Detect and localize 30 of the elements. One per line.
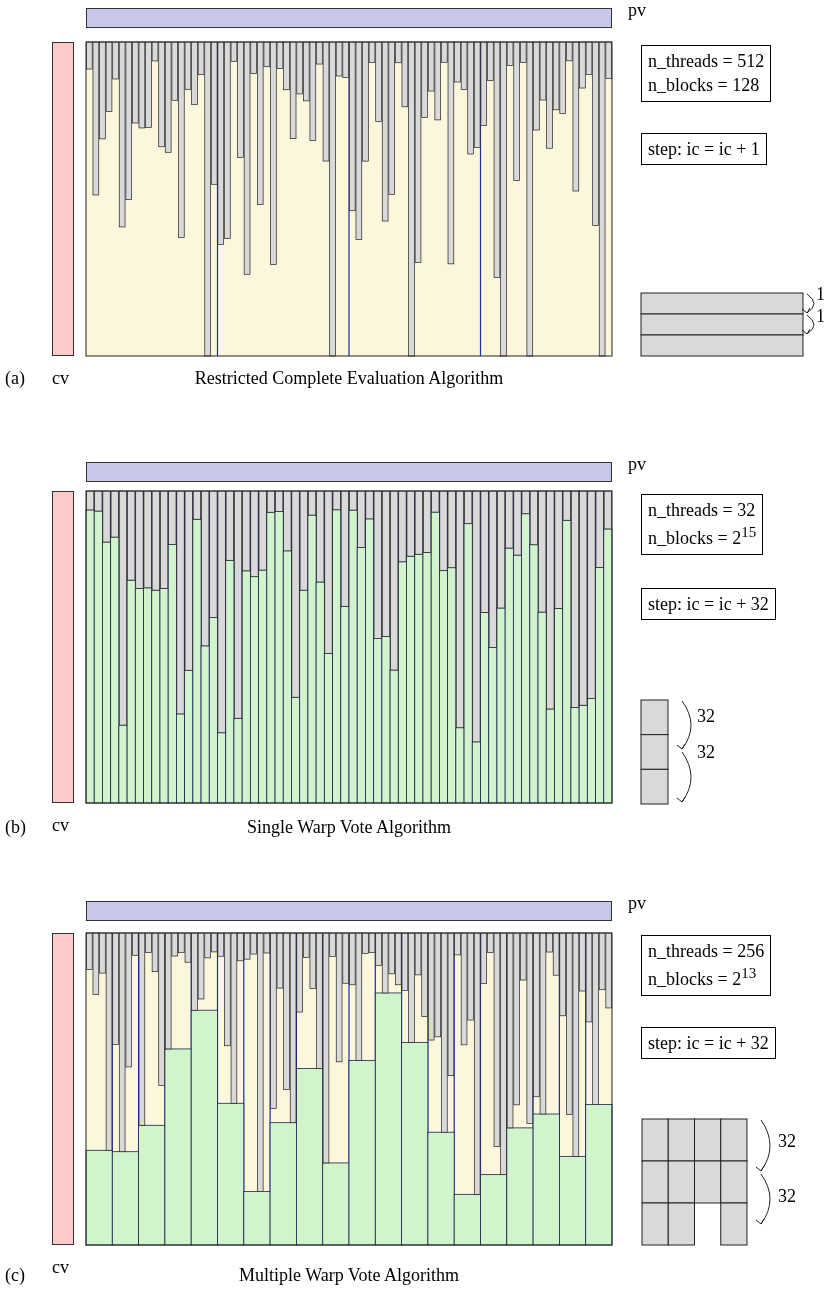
panel-label: 1 [816, 306, 825, 328]
pv-bar [86, 901, 612, 921]
panel-label: (c) [5, 1265, 25, 1287]
parameter-box: step: ic = ic + 32 [641, 588, 776, 621]
panel-label: 32 [778, 1186, 796, 1208]
bar-label: pv [628, 454, 646, 476]
pv-bar [86, 462, 612, 482]
panel-label: 1 [816, 284, 825, 306]
panel-label: 32 [697, 706, 715, 728]
pv-bar [86, 8, 612, 28]
bar-label: cv [52, 815, 69, 837]
parameter-box: n_threads = 256 n_blocks = 2$^{13}$ [641, 935, 772, 996]
panel-label: (a) [5, 368, 25, 390]
panel-title: Multiple Warp Vote Algorithm [238, 1265, 460, 1287]
parameter-box: step: ic = ic + 32 [641, 1027, 776, 1060]
cv-bar [52, 491, 74, 803]
parameter-box: n_threads = 32 n_blocks = 2$^{15}$ [641, 494, 764, 555]
bar-label: cv [52, 368, 69, 390]
cv-bar [52, 42, 74, 356]
panel-label: 32 [697, 742, 715, 764]
bar-label: pv [628, 893, 646, 915]
bar-label: cv [52, 1257, 69, 1279]
panel-title: Restricted Complete Evaluation Algorithm [194, 368, 504, 390]
parameter-box: n_threads = 512 n_blocks = 128 [641, 45, 772, 102]
panel-label: 32 [778, 1131, 796, 1153]
panel-label: (b) [5, 817, 26, 839]
cv-bar [52, 933, 74, 1245]
parameter-box: step: ic = ic + 1 [641, 133, 767, 166]
bar-label: pv [628, 0, 646, 22]
panel-title: Single Warp Vote Algorithm [246, 817, 452, 839]
